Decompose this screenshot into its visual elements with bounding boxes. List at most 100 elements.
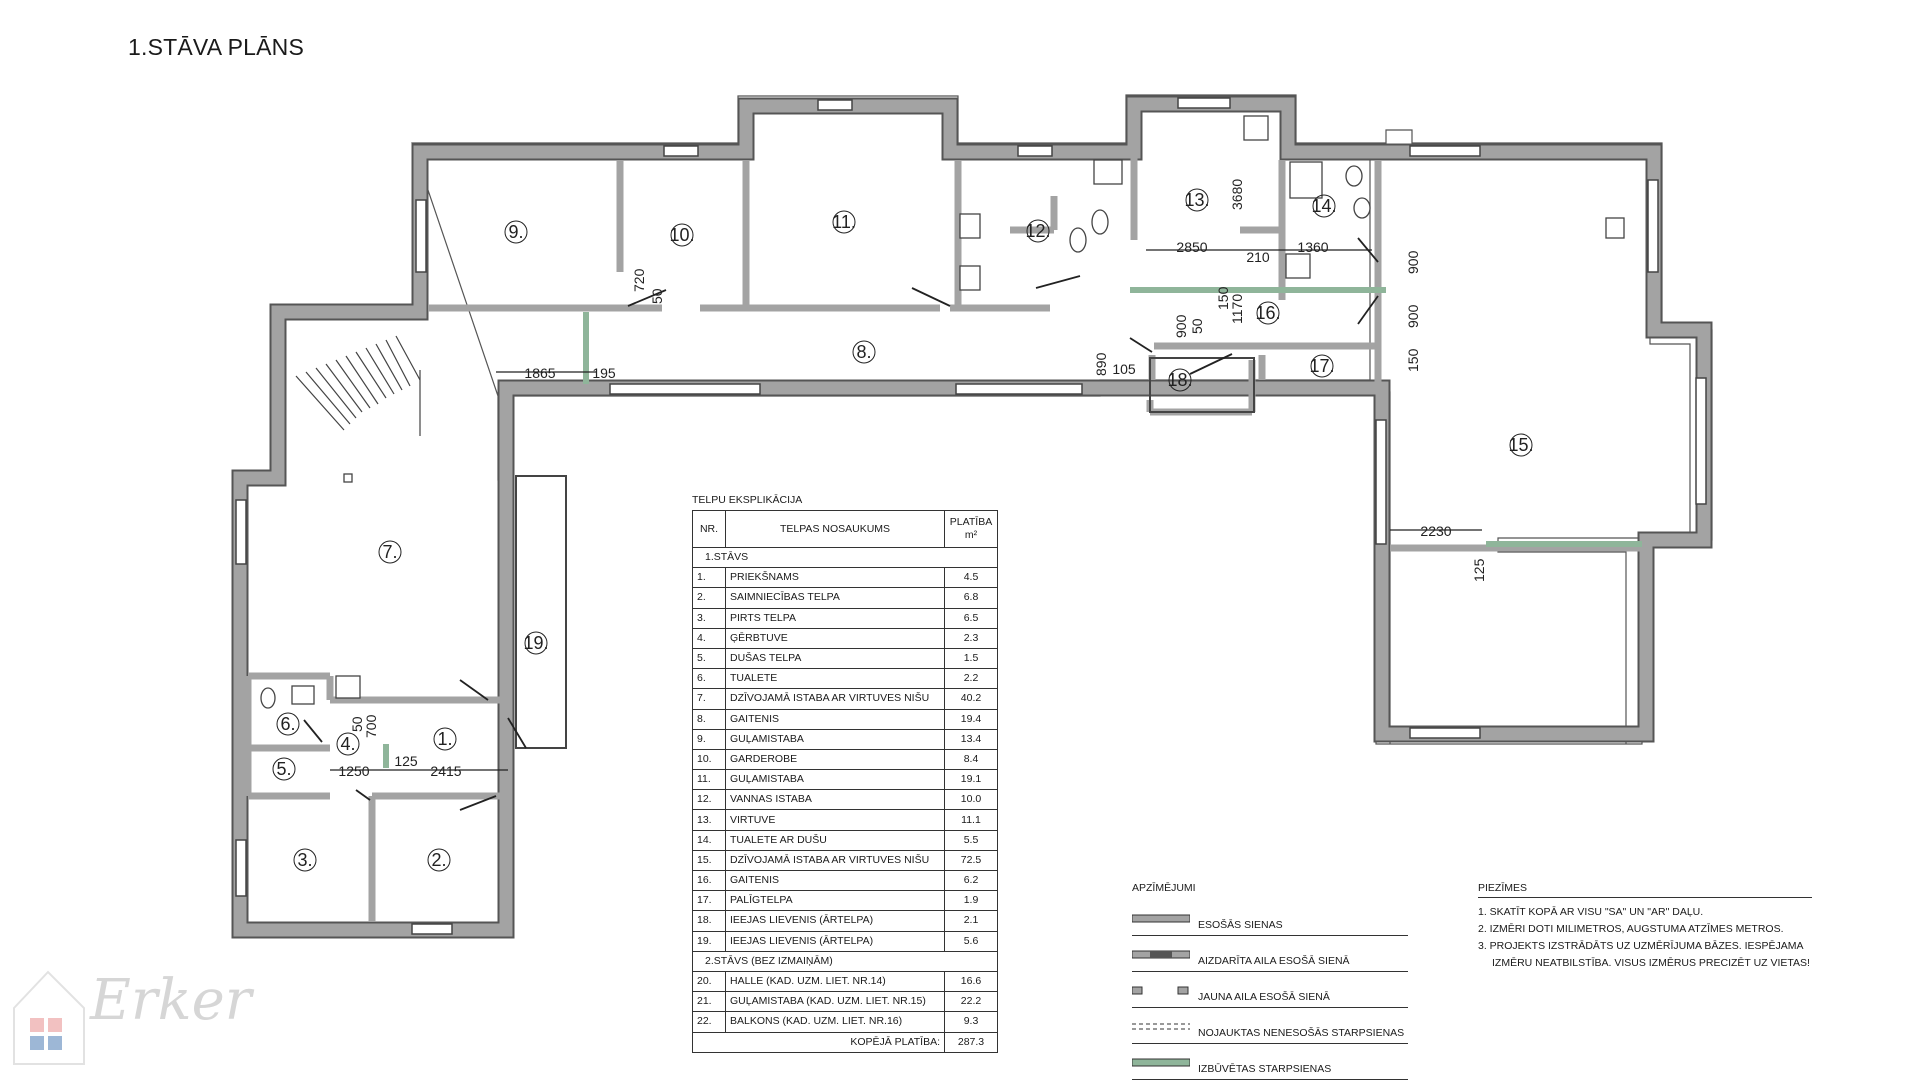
total-row: KOPĒJĀ PLATĪBA: 287.3 — [692, 1031, 998, 1053]
row-area: 6.8 — [944, 587, 998, 609]
row-nr: 9. — [692, 728, 726, 750]
dimension-text: 1865 — [524, 365, 555, 381]
room-label: 12. — [1025, 219, 1051, 243]
room-label-text: 2. — [431, 850, 446, 870]
dimension-text: 1360 — [1297, 239, 1328, 255]
door-swings — [303, 237, 1379, 811]
dimension-text: 1250 — [338, 763, 369, 779]
dimension-text: 2230 — [1420, 523, 1451, 539]
dimension-text: 50 — [1189, 318, 1205, 334]
dimension-text: 50 — [349, 716, 365, 732]
room-label-text: 10. — [669, 225, 694, 245]
room-label-text: 4. — [340, 734, 355, 754]
row-area: 11.1 — [944, 809, 998, 831]
room-label: 1. — [433, 727, 457, 751]
row-nr: 2. — [692, 587, 726, 609]
section-label: 2.STĀVS (BEZ IZMAIŅĀM) — [692, 950, 998, 972]
room-label: 3. — [293, 848, 317, 872]
dimension-text: 900 — [1405, 250, 1421, 274]
dimension-text: 2850 — [1176, 239, 1207, 255]
floor2-rows: 2.STĀVS (BEZ IZMAIŅĀM)20.HALLE (KAD. UZM… — [692, 950, 998, 1033]
section-row: 2.STĀVS (BEZ IZMAIŅĀM) — [692, 950, 998, 972]
row-area: 2.2 — [944, 668, 998, 690]
row-name: GUĻAMISTABA (KAD. UZM. LIET. NR.15) — [725, 991, 945, 1013]
row-area: 72.5 — [944, 849, 998, 872]
legend-item: IZBŪVĒTAS STARPSIENAS — [1132, 1044, 1408, 1080]
room-label-text: 14. — [1311, 196, 1336, 216]
room-label: 15. — [1508, 433, 1534, 457]
row-nr: 1. — [692, 567, 726, 589]
room-label: 4. — [336, 732, 360, 756]
row-nr: 7. — [692, 688, 726, 710]
room-label: 6. — [276, 712, 300, 736]
wall-segment — [411, 94, 1713, 745]
row-name: TUALETE — [725, 668, 945, 690]
room-label-text: 1. — [437, 729, 452, 749]
table-row: 19.IEEJAS LIEVENIS (ĀRTELPA)5.6 — [692, 930, 998, 952]
legend-item: JAUNA AILA ESOŠĀ SIENĀ — [1132, 972, 1408, 1008]
dimension-text: 150 — [1405, 348, 1421, 372]
row-nr: 6. — [692, 668, 726, 690]
legend: APZĪMĒJUMI ESOŠĀS SIENAS AIZDARĪTA AILA … — [1132, 882, 1408, 1080]
row-name: IEEJAS LIEVENIS (ĀRTELPA) — [725, 910, 945, 932]
dimension-text: 50 — [649, 288, 665, 304]
watermark-text: Erker — [90, 968, 252, 1033]
room-label-text: 3. — [297, 850, 312, 870]
porch — [1149, 357, 1255, 413]
row-area: 10.0 — [944, 789, 998, 811]
legend-item: AIZDARĪTA AILA ESOŠĀ SIENĀ — [1132, 936, 1408, 972]
table-row: 18.IEEJAS LIEVENIS (ĀRTELPA)2.1 — [692, 910, 998, 932]
row-area: 6.2 — [944, 869, 998, 892]
table-row: 20.HALLE (KAD. UZM. LIET. NR.14)16.6 — [692, 970, 998, 993]
room-label: 11. — [832, 210, 856, 234]
dimension-text: 210 — [1246, 249, 1270, 265]
row-nr: 4. — [692, 627, 726, 649]
row-name: DUŠAS TELPA — [725, 647, 945, 670]
row-nr: 21. — [692, 991, 726, 1013]
room-label: 16. — [1255, 301, 1281, 325]
page-title: 1.STĀVA PLĀNS — [128, 34, 305, 60]
dimension-lines — [330, 249, 1482, 771]
watermark-house-icon — [13, 970, 85, 1065]
legend-title: APZĪMĒJUMI — [1132, 882, 1196, 894]
row-name: PRIEKŠNAMS — [725, 567, 945, 589]
notes: PIEZĪMES 1. SKATĪT KOPĀ AR VISU "SA" UN … — [1478, 882, 1812, 972]
header-area-unit: m² — [964, 529, 978, 541]
row-nr: 20. — [692, 970, 726, 993]
row-name: BALKONS (KAD. UZM. LIET. NR.16) — [725, 1011, 945, 1033]
row-area: 19.1 — [944, 769, 998, 791]
row-name: GUĻAMISTABA — [725, 728, 945, 750]
room-label-text: 6. — [280, 714, 295, 734]
room-label: 10. — [669, 223, 695, 247]
room-label: 7. — [378, 540, 402, 564]
dimension-text: 720 — [631, 268, 647, 292]
row-area: 9.3 — [944, 1011, 998, 1033]
row-name: SAIMNIECĪBAS TELPA — [725, 587, 945, 609]
dimension-text: 890 — [1093, 352, 1109, 376]
room-label-text: 18. — [1167, 370, 1192, 390]
veranda — [515, 475, 567, 749]
row-nr: 5. — [692, 647, 726, 670]
room-label-text: 5. — [276, 759, 291, 779]
explication-caption: TELPU EKSPLIKĀCIJA — [692, 494, 803, 506]
room-labels: 1. 2. 3. 4. 5. 6. 7. 8. 9. 10. 11. 12. 1… — [272, 188, 1534, 872]
room-label-text: 8. — [856, 342, 871, 362]
dimension-text: 105 — [1112, 361, 1136, 377]
room-label-text: 12. — [1025, 221, 1050, 241]
row-area: 4.5 — [944, 567, 998, 589]
row-nr: 12. — [692, 789, 726, 811]
room-label-text: 19. — [523, 633, 548, 653]
room-label-text: 17. — [1309, 356, 1334, 376]
